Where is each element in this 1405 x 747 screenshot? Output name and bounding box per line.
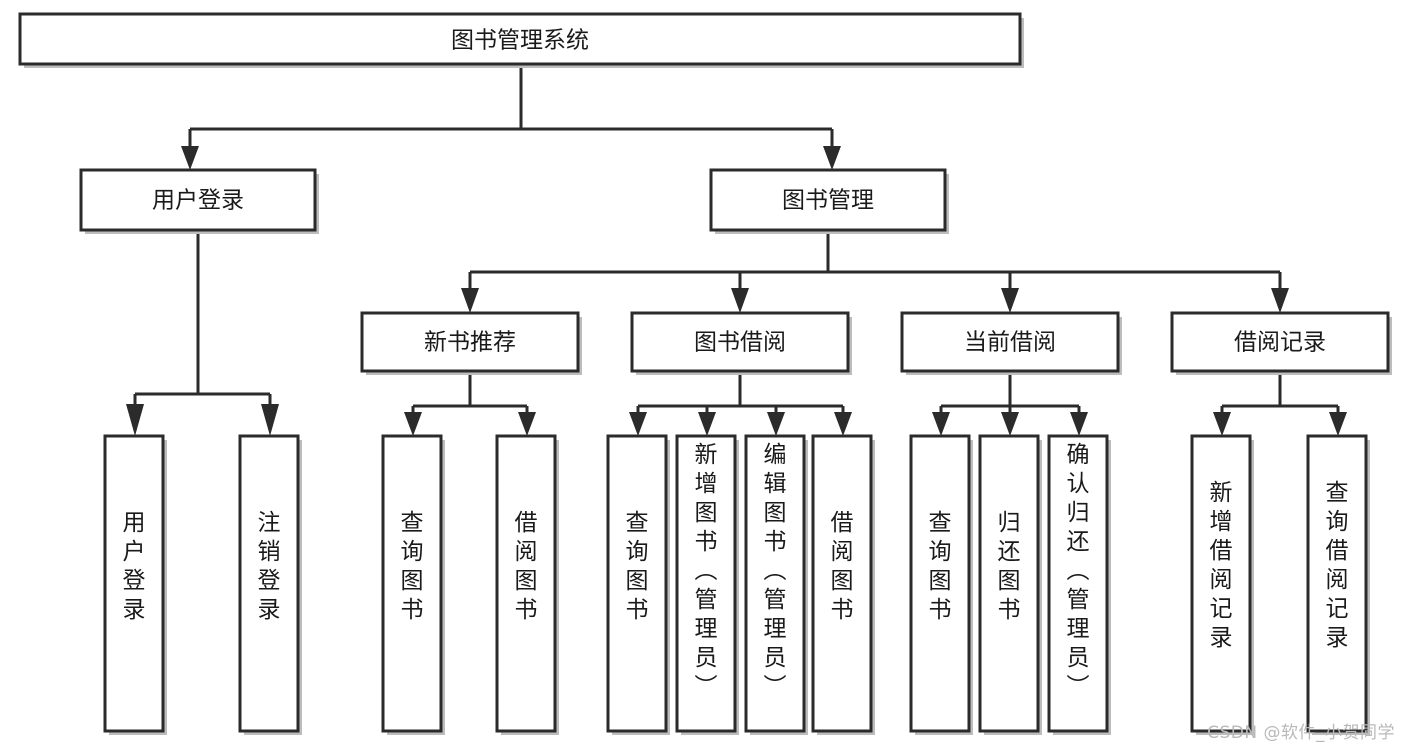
node-current-borrow[interactable]: 当前借阅 [900, 311, 1122, 375]
node-leaf-edit-book-label: 编辑图书︵管理员︶ [764, 442, 787, 700]
node-leaf-query-record[interactable]: 查询借阅记录 [1306, 434, 1370, 735]
node-new-book-rec[interactable]: 新书推荐 [360, 311, 582, 375]
node-leaf-query-book-1-label: 查询图书 [401, 510, 424, 623]
node-root[interactable]: 图书管理系统 [18, 12, 1024, 68]
node-new-book-rec-label: 新书推荐 [424, 330, 516, 356]
node-leaf-query-book-1[interactable]: 查询图书 [381, 434, 445, 735]
node-leaf-borrow-book-1-label: 借阅图书 [515, 510, 538, 623]
node-leaf-add-record-label: 新增借阅记录 [1210, 480, 1233, 651]
node-user-login-label: 用户登录 [152, 188, 244, 214]
node-leaf-return-book-label: 归还图书 [998, 510, 1021, 623]
node-leaf-user-login-label: 用户登录 [123, 510, 146, 623]
node-leaf-borrow-book-2[interactable]: 借阅图书 [811, 434, 875, 735]
connector-bookmanage-to-level2 [461, 232, 1289, 313]
node-leaf-return-book[interactable]: 归还图书 [978, 434, 1042, 735]
csdn-watermark: CSDN @软件_小贺同学 [1207, 723, 1395, 743]
node-current-borrow-label: 当前借阅 [964, 330, 1056, 356]
node-leaf-add-book-label: 新增图书︵管理员︶ [695, 442, 718, 700]
node-leaf-borrow-book-1[interactable]: 借阅图书 [495, 434, 559, 735]
node-leaf-query-book-3[interactable]: 查询图书 [909, 434, 973, 735]
connector-currentborrow-to-leaves [932, 375, 1088, 436]
node-root-label: 图书管理系统 [451, 28, 589, 54]
node-leaf-logout-label: 注销登录 [258, 510, 281, 623]
node-leaf-query-book-2-label: 查询图书 [626, 510, 649, 623]
connector-root-to-level1 [181, 66, 841, 170]
node-leaf-query-book-3-label: 查询图书 [929, 510, 952, 623]
node-book-borrow[interactable]: 图书借阅 [630, 311, 852, 375]
connector-bookborrow-to-leaves [629, 375, 852, 436]
node-book-manage-label: 图书管理 [782, 188, 874, 214]
connector-layer [126, 66, 1347, 436]
node-leaf-borrow-book-2-label: 借阅图书 [831, 510, 854, 623]
connector-userlogin-to-leaves [126, 232, 279, 436]
node-leaf-confirm-return-label: 确认归还︵管理员︶ [1067, 442, 1090, 700]
connector-borrowrecord-to-leaves [1213, 375, 1347, 436]
node-leaf-add-book[interactable]: 新增图书︵管理员︶ [675, 434, 739, 735]
node-leaf-edit-book[interactable]: 编辑图书︵管理员︶ [744, 434, 808, 735]
node-leaf-query-record-label: 查询借阅记录 [1326, 480, 1349, 651]
node-user-login[interactable]: 用户登录 [79, 168, 319, 234]
node-leaf-confirm-return[interactable]: 确认归还︵管理员︶ [1047, 434, 1111, 735]
node-leaf-query-book-2[interactable]: 查询图书 [606, 434, 670, 735]
connector-newbook-to-leaves [404, 375, 536, 436]
node-book-manage[interactable]: 图书管理 [709, 168, 949, 234]
node-leaf-logout[interactable]: 注销登录 [238, 434, 302, 735]
node-leaf-user-login[interactable]: 用户登录 [103, 434, 167, 735]
node-book-borrow-label: 图书借阅 [694, 330, 786, 356]
node-borrow-record-label: 借阅记录 [1234, 330, 1326, 356]
node-leaf-add-record[interactable]: 新增借阅记录 [1190, 434, 1254, 735]
node-borrow-record[interactable]: 借阅记录 [1170, 311, 1392, 375]
